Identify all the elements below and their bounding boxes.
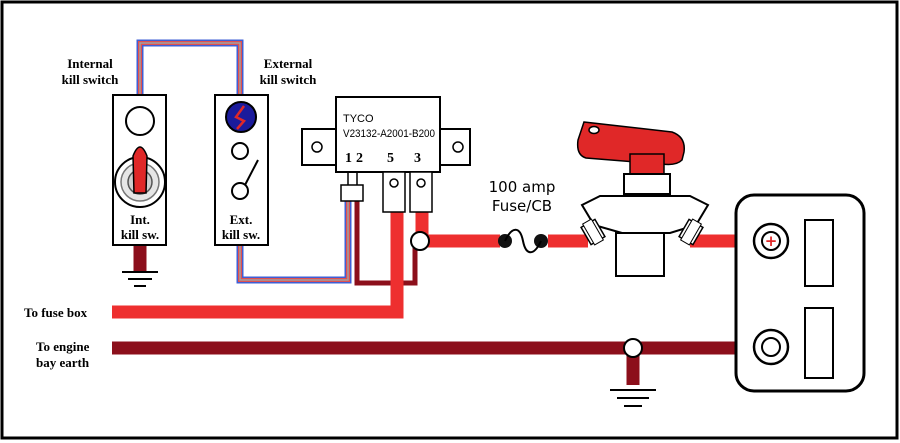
switch-contact-icon — [231, 182, 249, 200]
relay-terminal-block-3 — [409, 171, 433, 213]
external-switch-title-line2: kill switch — [260, 72, 317, 87]
battery: + — [734, 193, 866, 393]
relay-body — [335, 96, 441, 173]
mounting-hole-icon — [125, 106, 155, 136]
fuse-100amp — [498, 228, 548, 254]
relay-terminal-2: 2 — [356, 151, 363, 166]
signal-wire-bundle — [136, 39, 352, 284]
lightning-icon — [234, 105, 247, 130]
relay-part-number: V23132-A2001-B200 — [343, 128, 435, 140]
int-label-line2: kill sw. — [121, 227, 159, 242]
battery-case — [734, 193, 866, 393]
terminal-screw-icon — [416, 178, 426, 188]
relay-terminal-5: 5 — [387, 151, 394, 166]
switch-blade-icon — [244, 159, 259, 186]
ground-symbol-switch — [122, 271, 158, 287]
mount-hole-icon — [311, 141, 323, 153]
external-kill-switch[interactable]: Ext. kill sw. — [214, 94, 269, 246]
internal-kill-switch[interactable]: Int. kill sw. — [112, 94, 167, 246]
fuse-box-wire — [112, 185, 404, 319]
to-fuse-box-label: To fuse box — [24, 305, 88, 320]
battery-cell-icon — [804, 219, 834, 287]
internal-switch-title-line1: Internal — [67, 56, 113, 71]
junction-node — [410, 231, 430, 251]
ext-label-line1: Ext. — [230, 212, 253, 227]
led-indicator-icon — [225, 101, 257, 133]
engine-earth-label-line1: To engine — [36, 339, 90, 354]
relay-brand: TYCO — [343, 113, 374, 125]
battery-isolator-switch[interactable] — [576, 121, 710, 277]
switch-contact-icon — [231, 142, 249, 160]
relay-coil-earth-wire — [354, 200, 418, 286]
ground-symbol-chassis — [610, 389, 656, 407]
relay-terminal-1: 1 — [345, 151, 352, 166]
fuse-label-line2: Fuse/CB — [492, 197, 552, 215]
internal-switch-title-line2: kill switch — [62, 72, 119, 87]
relay-terminal-block-5 — [382, 171, 406, 213]
terminal-screw-icon — [389, 178, 399, 188]
mount-hole-icon — [452, 141, 464, 153]
earth-junction-node — [623, 338, 643, 358]
toggle-lever-icon[interactable] — [132, 146, 148, 194]
tyco-relay: TYCO V23132-A2001-B200 1 2 5 3 — [301, 96, 471, 213]
external-switch-title-line1: External — [264, 56, 313, 71]
fuse-element-icon — [504, 228, 542, 254]
ext-label-line2: kill sw. — [222, 227, 260, 242]
int-label-line1: Int. — [130, 212, 150, 227]
fuse-label-line1: 100 amp — [489, 178, 556, 196]
relay-terminal-3: 3 — [414, 151, 421, 166]
engine-earth-label-line2: bay earth — [36, 355, 90, 370]
coil-terminal-block — [340, 184, 364, 202]
battery-positive-icon: + — [765, 232, 778, 250]
battery-cell-icon — [804, 307, 834, 379]
